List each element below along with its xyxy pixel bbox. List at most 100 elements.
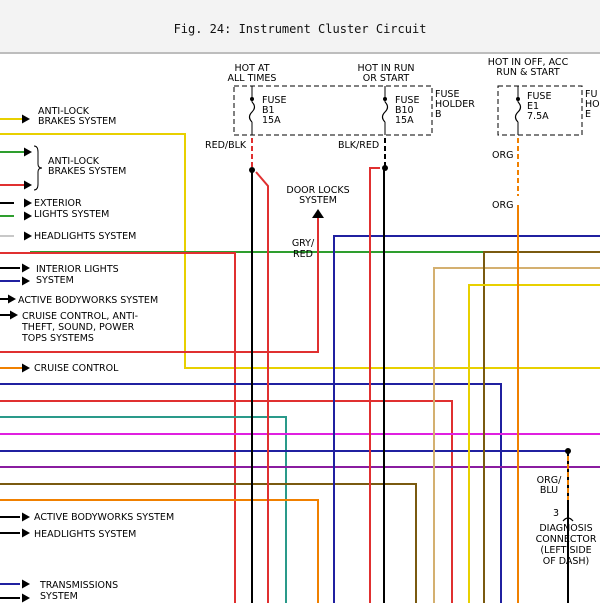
label-transmissions-line-1: TRANSMISSIONS [39,580,118,591]
fuse-holder-b-outline [233,85,433,136]
arrow-active-2 [22,512,30,522]
door-locks-arrow [312,209,324,218]
arrow-abs-1 [22,114,30,124]
label-transmissions-line-2: SYSTEM [40,591,78,602]
figure-title: Fig. 24: Instrument Cluster Circuit [173,22,427,36]
header-hot-all-times-line-2: ALL TIMES [228,73,277,84]
label-cruise-anti-theft-line-2: THEFT, SOUND, POWER [21,322,135,333]
arrow-transmission-2 [22,593,30,603]
diagnosis-connector-label-line-2: CONNECTOR [536,534,597,545]
wire-label-gry-red: GRY/RED [292,238,315,260]
arrow-exterior-1 [24,198,32,208]
abs-brace [33,145,43,191]
wire-label-blk-red: BLK/RED [338,140,379,151]
label-anti-lock-2-line-2: BRAKES SYSTEM [48,166,126,177]
fuse-holder-b-label-line-3: B [435,109,442,120]
wire-red-feed [0,252,236,603]
label-interior-lights-line-1: INTERIOR LIGHTS [36,264,119,275]
label-exterior-lights-line-1: EXTERIOR [34,198,82,209]
diagnosis-connector-symbol [562,517,574,522]
wire-label-gry-red-line-1: GRY/ [292,238,315,249]
header-hot-in-off-line-1: HOT IN OFF, ACC [488,57,569,68]
header-hot-in-run-line-2: OR START [363,73,410,84]
label-cruise-anti-theft: CRUISE CONTROL, ANTI-THEFT, SOUND, POWER… [21,311,138,344]
fuse-b1-label-line-3: 15A [262,115,281,126]
fuse-e1-label-line-2: E1 [527,101,539,112]
wire-label-org-blu-line-1: ORG/ [537,475,562,486]
label-exterior-lights-line-2: LIGHTS SYSTEM [34,209,109,220]
wire-olive-right2 [483,251,600,603]
wire-teal-long [0,416,287,603]
header-hot-in-off-line-2: RUN & START [496,67,560,78]
label-active-bodyworks-2-line-1: ACTIVE BODYWORKS SYSTEM [34,512,174,523]
arrow-cruise [22,363,30,373]
arrow-cruise-anti [10,310,18,320]
label-anti-lock-1-line-1: ANTI-LOCK [38,106,90,117]
arrow-active-1 [8,294,16,304]
arrow-abs-2a [24,147,32,157]
title-bar: Fig. 24: Instrument Cluster Circuit [0,0,600,54]
header-hot-in-run-line-1: HOT IN RUN [357,63,414,74]
wire-navy-long [0,383,502,603]
wires-layer [0,118,600,603]
diagnosis-connector-label-line-1: DIAGNOSIS [539,523,592,534]
door-locks-label-line-1: DOOR LOCKS [286,185,349,196]
arrow-transmission-1 [22,579,30,589]
wire-red-long [0,400,453,603]
arrow-interior-1 [22,263,30,273]
wire-label-org-blu: ORG/BLU [537,475,562,496]
diagnosis-pin-number: 3 [553,508,559,519]
fuse-holder-e-outline [497,85,583,136]
wire-label-red-blk: RED/BLK [205,140,247,151]
fuse-b10-label-line-1: FUSE [395,95,419,106]
label-cruise-anti-theft-line-3: TOPS SYSTEMS [21,333,94,344]
fuse-b10-dot [383,97,387,101]
fuse-e1-element [514,101,522,123]
arrow-exterior-2 [24,211,32,221]
label-interior-lights-line-2: SYSTEM [36,275,74,286]
label-cruise-control: CRUISE CONTROL [34,363,119,374]
fuse-b10-element [381,101,389,123]
fuse-holder-b-label-line-1: FUSE [435,89,459,100]
fuse-b10-label-line-3: 15A [395,115,414,126]
fuse-b1-label-line-2: B1 [262,105,275,116]
arrow-interior-2 [22,276,30,286]
diagnosis-connector-label-line-4: OF DASH) [543,556,590,567]
fuse-b1-dot [250,97,254,101]
fuse-e1-label-line-3: 7.5A [527,111,549,122]
header-hot-all-times-line-1: HOT AT [234,63,269,74]
fuse-b1-element [248,101,256,123]
label-active-bodyworks-1: ACTIVE BODYWORKS SYSTEM [18,295,158,306]
arrow-headlights-1 [24,231,32,241]
wire-label-org-1: ORG [492,150,513,161]
label-headlights-1: HEADLIGHTS SYSTEM [34,231,136,242]
wire-red-b10 [369,167,380,603]
wire-label-org-blu-line-2: BLU [540,485,558,496]
label-active-bodyworks-1-line-1: ACTIVE BODYWORKS SYSTEM [18,295,158,306]
wire-label-gry-red-line-2: RED [293,249,313,260]
diagnosis-connector-label-line-3: (LEFT SIDE [540,545,591,556]
label-headlights-2: HEADLIGHTS SYSTEM [34,529,136,540]
fuse-holder-b-label-line-2: HOLDER [435,99,475,110]
fuse-holder-e-label-line-1: FU [585,89,597,100]
fuse-holder-e-label-line-2: HO [585,99,600,110]
arrow-abs-2b [24,180,32,190]
wire-navy-right [333,235,600,603]
fuse-holder-e-label-line-3: E [585,109,591,120]
wire-red-gry-red [0,214,319,353]
